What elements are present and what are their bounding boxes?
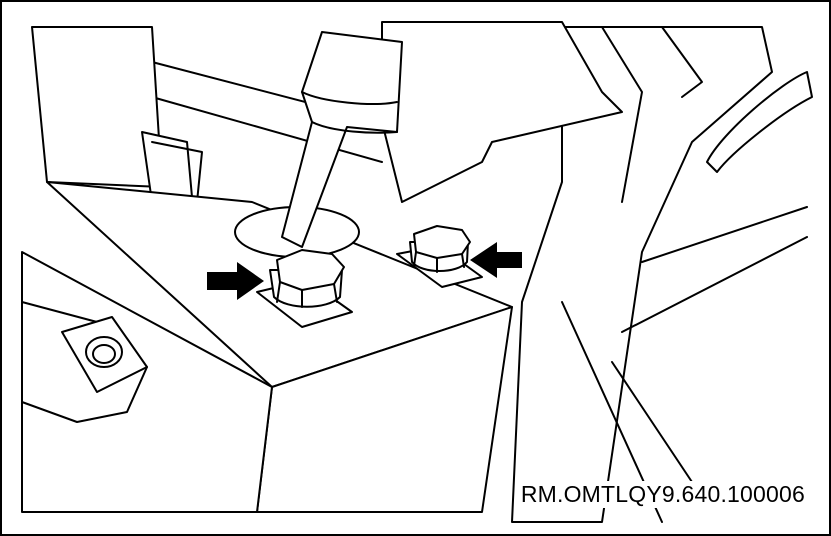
side-bracket [21, 301, 148, 423]
arrow-left-icon [470, 242, 522, 278]
left-terminal-bolt [256, 249, 353, 328]
figure-reference-code: RM.OMTLQY9.640.100006 [518, 481, 807, 508]
socket-wrench [281, 31, 403, 248]
left-wall [31, 26, 203, 203]
right-terminal-bolt [396, 225, 483, 288]
arrow-right-icon [207, 262, 264, 300]
chassis-panel [511, 26, 813, 523]
